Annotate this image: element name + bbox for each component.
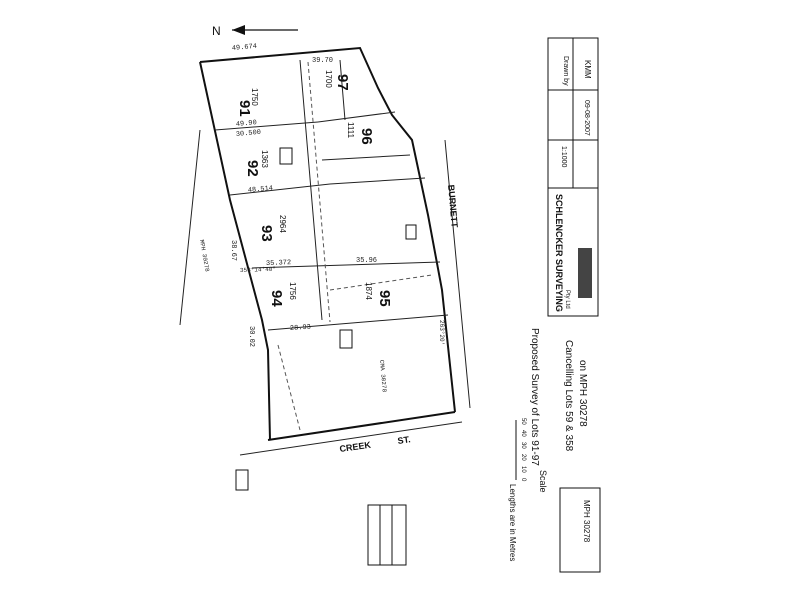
- scale-value: 1:1000: [560, 146, 567, 168]
- parcel-boundaries: [179, 46, 471, 491]
- scale-tick-0: 0: [520, 478, 526, 482]
- lot-area-95: 1874: [364, 282, 373, 300]
- lengths-note: Lengths are in Metres: [508, 484, 517, 561]
- lot-number-91: 91: [236, 100, 253, 117]
- scale-tick-10: 10: [520, 466, 526, 473]
- title-line-1: Proposed Survey of Lots 91-97: [529, 328, 540, 466]
- note-1: MPH 30278: [198, 239, 211, 273]
- street-labels: BURNETT CREEK ST.: [339, 184, 460, 454]
- title-line-3: on MPH 30278: [577, 360, 588, 427]
- dimension-labels: 49.674 39.70 49.90 30.500 48.514 35.372 …: [198, 43, 445, 393]
- title-block: Drawn by KMM 09-08-2007 1:1000 SCHLENCKE…: [367, 37, 601, 573]
- scale-tick-30: 30: [520, 442, 526, 449]
- lot-area-96: 1111: [346, 122, 355, 139]
- lot-area-93: 2964: [278, 215, 287, 233]
- scale-tick-50: 50: [520, 418, 526, 425]
- north-arrow: N: [212, 24, 298, 38]
- dim-f: 28.93: [290, 324, 312, 333]
- dim-g: 38.67: [229, 240, 237, 261]
- lot-number-97: 97: [334, 74, 351, 91]
- dim-c: 48.514: [248, 185, 274, 195]
- lot-number-92: 92: [244, 160, 261, 177]
- bearing-1: 353°14'40": [240, 266, 276, 274]
- lot-number-94: 94: [268, 290, 285, 307]
- north-label: N: [212, 24, 221, 38]
- lot-area-97: 1700: [324, 70, 333, 88]
- lot-number-95: 95: [376, 290, 393, 307]
- street-suffix: ST.: [397, 434, 411, 446]
- street-creek: CREEK: [339, 440, 372, 454]
- dim-h: 30.02: [247, 326, 255, 347]
- scale-tick-20: 20: [520, 454, 526, 461]
- dim-e: 35.96: [356, 257, 377, 265]
- lot-area-91: 1750: [250, 88, 259, 106]
- drawn-by: KMM: [583, 60, 592, 79]
- lot-labels: 91 1750 92 1363 93 2964 94 1756 95 1874 …: [236, 70, 393, 307]
- note-2: CMA 30278: [378, 360, 388, 393]
- bearing-2: 263°20': [438, 320, 445, 345]
- dim-top: 49.674: [232, 43, 258, 53]
- scale-label: Scale: [538, 470, 548, 493]
- plan-date: 09-08-2007: [583, 100, 590, 136]
- scale-tick-40: 40: [520, 430, 526, 437]
- dim-d: 35.372: [266, 259, 291, 268]
- lot-area-92: 1363: [260, 150, 269, 168]
- drawn-by-label: Drawn by: [562, 56, 569, 86]
- company-suffix: Pty Ltd: [564, 290, 570, 309]
- lot-number-93: 93: [258, 225, 275, 242]
- lot-area-94: 1756: [288, 282, 297, 300]
- lot-number-96: 96: [358, 128, 375, 145]
- dim-top2: 39.70: [312, 57, 333, 65]
- title-line-2: Cancelling Lots 59 & 358: [563, 340, 574, 452]
- dim-a: 49.90: [236, 119, 258, 129]
- street-burnett: BURNETT: [446, 184, 460, 228]
- company-name: SCHLENCKER SURVEYING: [554, 194, 564, 312]
- dim-b: 30.500: [236, 129, 262, 139]
- title-ref: MPH 30278: [582, 500, 591, 543]
